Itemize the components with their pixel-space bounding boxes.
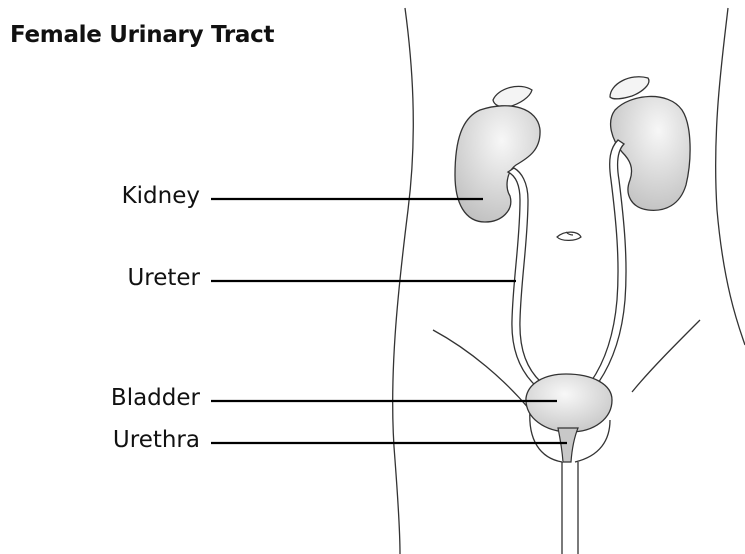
bladder: [526, 374, 612, 432]
torso-right-edge: [716, 8, 745, 345]
adrenal-gland-right: [610, 77, 649, 99]
groin-right-crease: [632, 320, 700, 392]
ureter-left: [508, 168, 543, 388]
kidney-right: [611, 96, 691, 210]
urethra: [558, 428, 578, 462]
navel: [557, 232, 581, 240]
ureter-right: [590, 140, 626, 386]
ureters: [508, 140, 626, 388]
adrenal-gland-left: [493, 86, 532, 107]
